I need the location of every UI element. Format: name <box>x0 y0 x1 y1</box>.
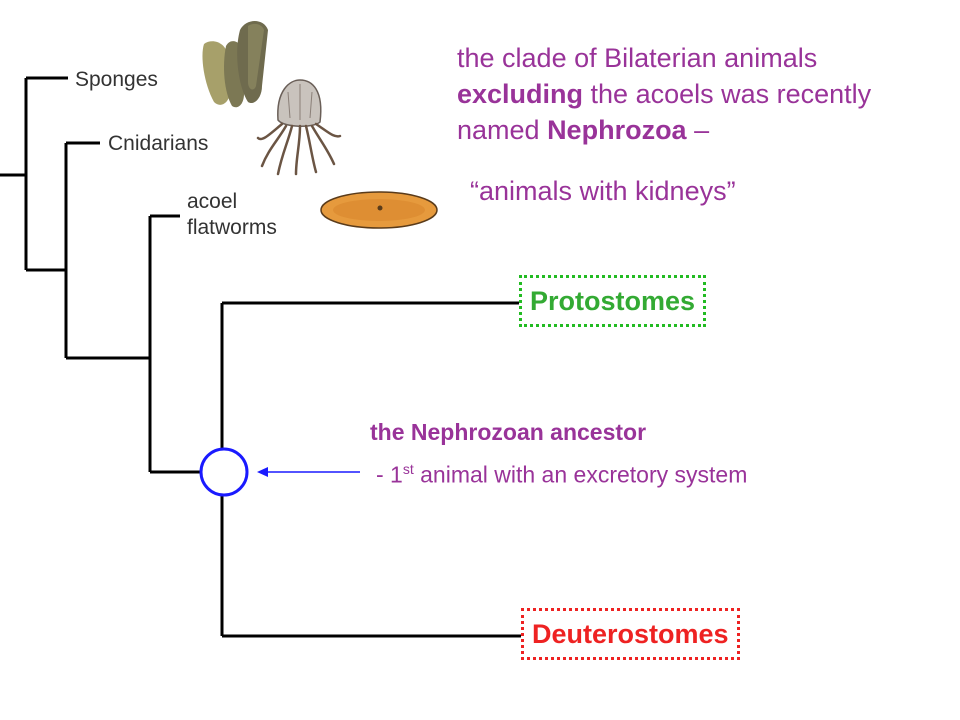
ancestor-title: the Nephrozoan ancestor <box>370 419 647 445</box>
label-sponges: Sponges <box>75 68 158 91</box>
acoel-split <box>148 214 203 474</box>
jellyfish-image <box>256 79 342 176</box>
ancestor-note: - 1st animal with an excretory system <box>376 461 747 489</box>
nephrozoan-ancestor-node <box>199 447 249 497</box>
kidneys-quote: “animals with kidneys” <box>470 176 736 206</box>
label-acoel-flatworms: acoel flatworms <box>187 189 277 241</box>
protostomes-box: Protostomes <box>519 275 707 327</box>
intro-nephrozoa: Nephrozoa <box>547 115 687 145</box>
label-flatworms: flatworms <box>187 216 277 239</box>
deuterostomes-box: Deuterostomes <box>521 608 740 660</box>
intro-text-1: the clade of Bilaterian animals <box>457 43 818 73</box>
intro-dash: – <box>686 115 710 145</box>
nephrozoa-description: the clade of Bilaterian animals excludin… <box>457 40 937 148</box>
ancestor-note-prefix: - 1 <box>376 461 403 488</box>
sponge-image <box>202 21 268 108</box>
flatworm-image <box>320 191 438 229</box>
label-cnidarians: Cnidarians <box>108 132 209 155</box>
ancestor-arrow <box>257 467 360 477</box>
label-acoel: acoel <box>187 190 238 213</box>
ancestor-note-sup: st <box>402 461 414 477</box>
intro-text-2: the acoels was recently named <box>457 79 872 145</box>
sponge-split <box>24 76 68 272</box>
intro-excluding: excluding <box>457 79 584 109</box>
cnidarian-split <box>64 141 150 360</box>
ancestor-note-suffix: animal with an excretory system <box>413 461 748 488</box>
